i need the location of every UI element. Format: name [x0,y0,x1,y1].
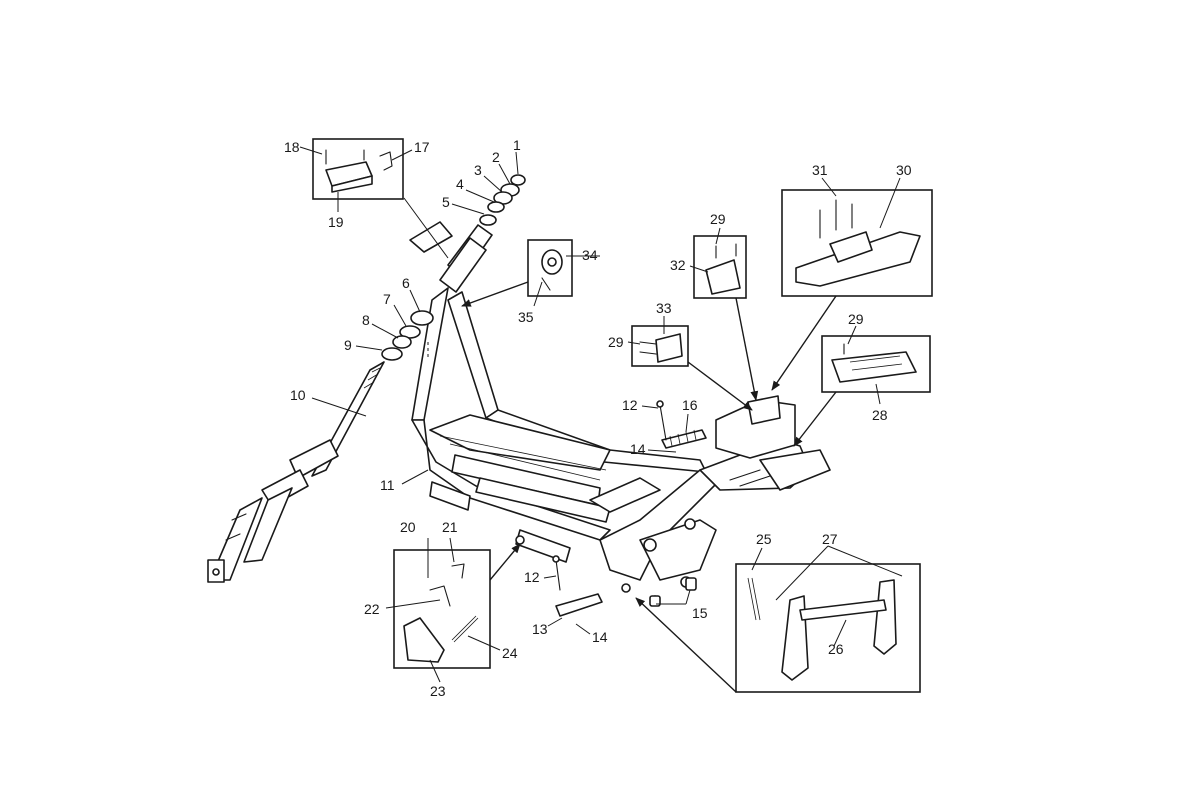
callout-22: 22 [364,601,380,617]
callout-2: 2 [492,149,500,165]
spring-24 [451,615,479,643]
bolt-12-lower [552,555,561,591]
head-bearing-stack-upper [479,174,526,226]
callout-32: 32 [670,257,686,273]
callout-24: 24 [502,645,518,661]
callout-18: 18 [284,139,300,155]
box-controller-17-19 [312,138,404,200]
callout-30: 30 [896,162,912,178]
callout-labels: 1 2 3 4 5 6 7 8 9 10 11 12 12 13 14 14 1… [284,137,912,699]
callout-1: 1 [513,137,521,153]
front-fork-assembly [207,361,385,583]
box-sensor-34-35 [527,239,573,297]
center-stand-26 [747,577,897,681]
callout-11: 11 [380,477,395,493]
head-bearing-stack-lower [381,310,434,361]
clip-33 [639,333,683,363]
box-clip-29-33 [631,325,689,367]
callout-9: 9 [344,337,352,353]
bolt-12-upper [656,400,667,441]
callout-8: 8 [362,312,370,328]
callout-27: 27 [822,531,838,547]
callout-12-lower: 12 [524,569,540,585]
callout-28: 28 [872,407,888,423]
control-unit-28 [831,343,917,383]
callout-29-b: 29 [608,334,624,350]
leader-lines [299,146,903,683]
callout-35: 35 [518,309,534,325]
callout-31: 31 [812,162,828,178]
callout-20: 20 [400,519,416,535]
callout-16: 16 [682,397,698,413]
callout-33: 33 [656,300,672,316]
callout-14-lower: 14 [592,629,608,645]
callout-12-upper: 12 [622,397,638,413]
box-side-stand-20-24 [393,549,491,669]
callout-29-c: 29 [848,311,864,327]
box-rear-carrier-30-31 [781,189,933,297]
callout-25: 25 [756,531,772,547]
callout-34: 34 [582,247,598,263]
rubber-mounts-15 [649,577,697,607]
callout-4: 4 [456,176,464,192]
sensor-34 [541,249,563,291]
callout-3: 3 [474,162,482,178]
pointer-arrows [461,281,837,693]
spring-16 [661,429,707,449]
rear-carrier-30 [795,199,921,287]
callout-10: 10 [290,387,306,403]
main-frame [409,221,831,605]
callout-5: 5 [442,194,450,210]
callout-17: 17 [414,139,430,155]
callout-6: 6 [402,275,410,291]
side-stand-23 [403,563,465,663]
callout-21: 21 [442,519,458,535]
callout-7: 7 [383,291,391,307]
callout-15: 15 [692,605,708,621]
box-center-stand-25-27 [735,563,921,693]
bracket-13 [555,593,603,617]
callout-14-upper: 14 [630,441,646,457]
callout-13: 13 [532,621,548,637]
callout-23: 23 [430,683,446,699]
callout-29-a: 29 [710,211,726,227]
callout-26: 26 [828,641,844,657]
controller-bracket-19 [325,149,393,193]
callout-19: 19 [328,214,344,230]
box-control-unit-28-29 [821,335,931,393]
bracket-32 [705,243,741,295]
